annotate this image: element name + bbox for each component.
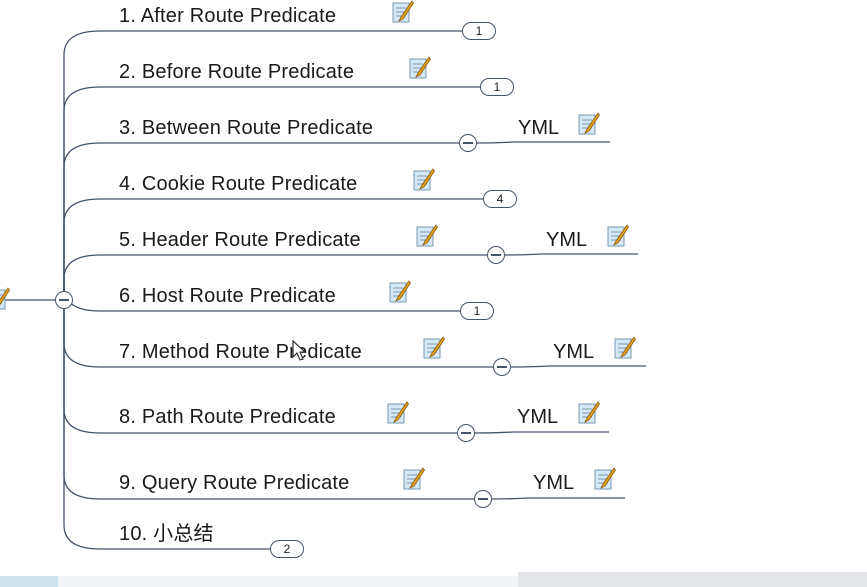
child-link xyxy=(491,497,625,500)
topic-label[interactable]: 9. Query Route Predicate xyxy=(119,472,350,494)
collapse-toggle[interactable] xyxy=(487,246,505,264)
collapsed-count-badge[interactable]: 2 xyxy=(270,540,304,558)
topic-label[interactable]: 1. After Route Predicate xyxy=(119,5,337,27)
topic-label[interactable]: 3. Between Route Predicate xyxy=(119,117,374,139)
child-note-icon[interactable] xyxy=(578,401,600,425)
root-collapse-toggle[interactable] xyxy=(55,291,73,309)
bottom-left-strip xyxy=(0,576,58,587)
topic-note-icon[interactable] xyxy=(387,401,409,425)
child-note-icon[interactable] xyxy=(607,224,629,248)
child-note-icon[interactable] xyxy=(578,112,600,136)
mouse-cursor-icon xyxy=(292,340,306,361)
topic-note-icon[interactable] xyxy=(409,56,431,80)
child-note-icon[interactable] xyxy=(614,336,636,360)
collapsed-count-badge[interactable]: 1 xyxy=(460,302,494,320)
child-topic-yml[interactable]: YML xyxy=(518,117,560,139)
topic-label[interactable]: 6. Host Route Predicate xyxy=(119,285,336,307)
child-topic-yml[interactable]: YML xyxy=(553,341,595,363)
branch-link xyxy=(63,300,270,550)
topic-note-icon[interactable] xyxy=(413,168,435,192)
topic-note-icon[interactable] xyxy=(392,0,414,24)
collapse-toggle[interactable] xyxy=(493,358,511,376)
child-topic-yml[interactable]: YML xyxy=(533,472,575,494)
collapse-toggle[interactable] xyxy=(474,490,492,508)
collapse-toggle[interactable] xyxy=(459,134,477,152)
bottom-right-strip xyxy=(518,572,867,587)
topic-note-icon[interactable] xyxy=(416,224,438,248)
collapsed-count-badge[interactable]: 1 xyxy=(480,78,514,96)
child-link xyxy=(504,253,638,256)
topic-label[interactable]: 5. Header Route Predicate xyxy=(119,229,361,251)
parent-note-icon[interactable] xyxy=(0,287,10,311)
branch-link xyxy=(63,286,460,312)
child-link xyxy=(510,365,646,368)
collapsed-count-badge[interactable]: 1 xyxy=(462,22,496,40)
branch-link xyxy=(63,198,483,300)
topic-note-icon[interactable] xyxy=(423,336,445,360)
topic-label[interactable]: 7. Method Route Predicate xyxy=(119,341,362,363)
branch-link xyxy=(63,142,459,300)
child-topic-yml[interactable]: YML xyxy=(517,406,559,428)
topic-note-icon[interactable] xyxy=(389,280,411,304)
topic-label[interactable]: 4. Cookie Route Predicate xyxy=(119,173,358,195)
bottom-status-strip xyxy=(58,576,518,587)
child-link xyxy=(476,141,610,144)
topic-label[interactable]: 10. 小总结 xyxy=(119,523,214,545)
branch-link xyxy=(63,254,487,300)
branch-link xyxy=(63,86,480,300)
child-note-icon[interactable] xyxy=(594,467,616,491)
collapse-toggle[interactable] xyxy=(457,424,475,442)
topic-label[interactable]: 8. Path Route Predicate xyxy=(119,406,336,428)
collapsed-count-badge[interactable]: 4 xyxy=(483,190,517,208)
topic-note-icon[interactable] xyxy=(403,467,425,491)
child-topic-yml[interactable]: YML xyxy=(546,229,588,251)
branch-link xyxy=(63,30,462,300)
child-link xyxy=(474,431,609,434)
topic-label[interactable]: 2. Before Route Predicate xyxy=(119,61,355,83)
